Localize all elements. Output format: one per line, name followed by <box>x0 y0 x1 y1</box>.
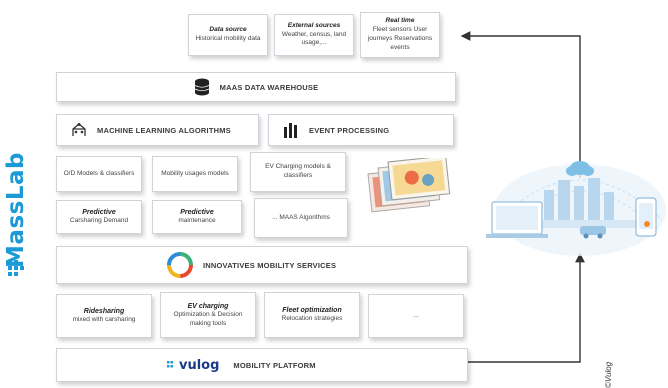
innovative-label: INNOVATIVES MOBILITY SERVICES <box>203 260 337 270</box>
services-logo-icon <box>167 252 193 278</box>
cloud-icon <box>566 161 594 176</box>
ml-box-usage-models: Mobility usages models <box>152 156 238 192</box>
vulog-logo-icon <box>167 361 173 368</box>
platform-label: MOBILITY PLATFORM <box>233 360 316 370</box>
ml-box-od-models: O/D Models & classifiers <box>56 156 142 192</box>
service-box-more: ... <box>368 294 464 338</box>
database-icon <box>194 78 209 96</box>
copyright-notice: ©Vulog <box>604 361 613 388</box>
car-icon <box>580 226 606 239</box>
warehouse-label: MAAS DATA WAREHOUSE <box>219 82 319 92</box>
network-icon <box>72 123 86 136</box>
smartphone-icon <box>635 197 657 237</box>
event-label: EVENT PROCESSING <box>309 125 390 135</box>
innovative-bar: INNOVATIVES MOBILITY SERVICES <box>56 246 468 284</box>
masslab-wordmark: MassLab <box>3 152 29 268</box>
platform-bar: vulog MOBILITY PLATFORM <box>56 348 468 382</box>
laptop-icon <box>486 201 548 238</box>
connected-city-illustration <box>486 161 666 256</box>
pred-box-maas-algorithms: ... MAAS Algorithms <box>254 198 348 238</box>
bar-chart-icon <box>284 123 297 138</box>
masslab-logo-icon <box>8 260 24 276</box>
warehouse-bar: MAAS DATA WAREHOUSE <box>56 72 456 102</box>
map-thumbnails-illustration <box>367 158 451 213</box>
ml-box-ev-models: EV Charging models & classifiers <box>250 152 346 192</box>
ml-bar: MACHINE LEARNING ALGORITHMS <box>56 114 259 146</box>
event-bar: EVENT PROCESSING <box>268 114 454 146</box>
vulog-brand: vulog <box>179 357 220 373</box>
ml-label: MACHINE LEARNING ALGORITHMS <box>97 125 231 135</box>
